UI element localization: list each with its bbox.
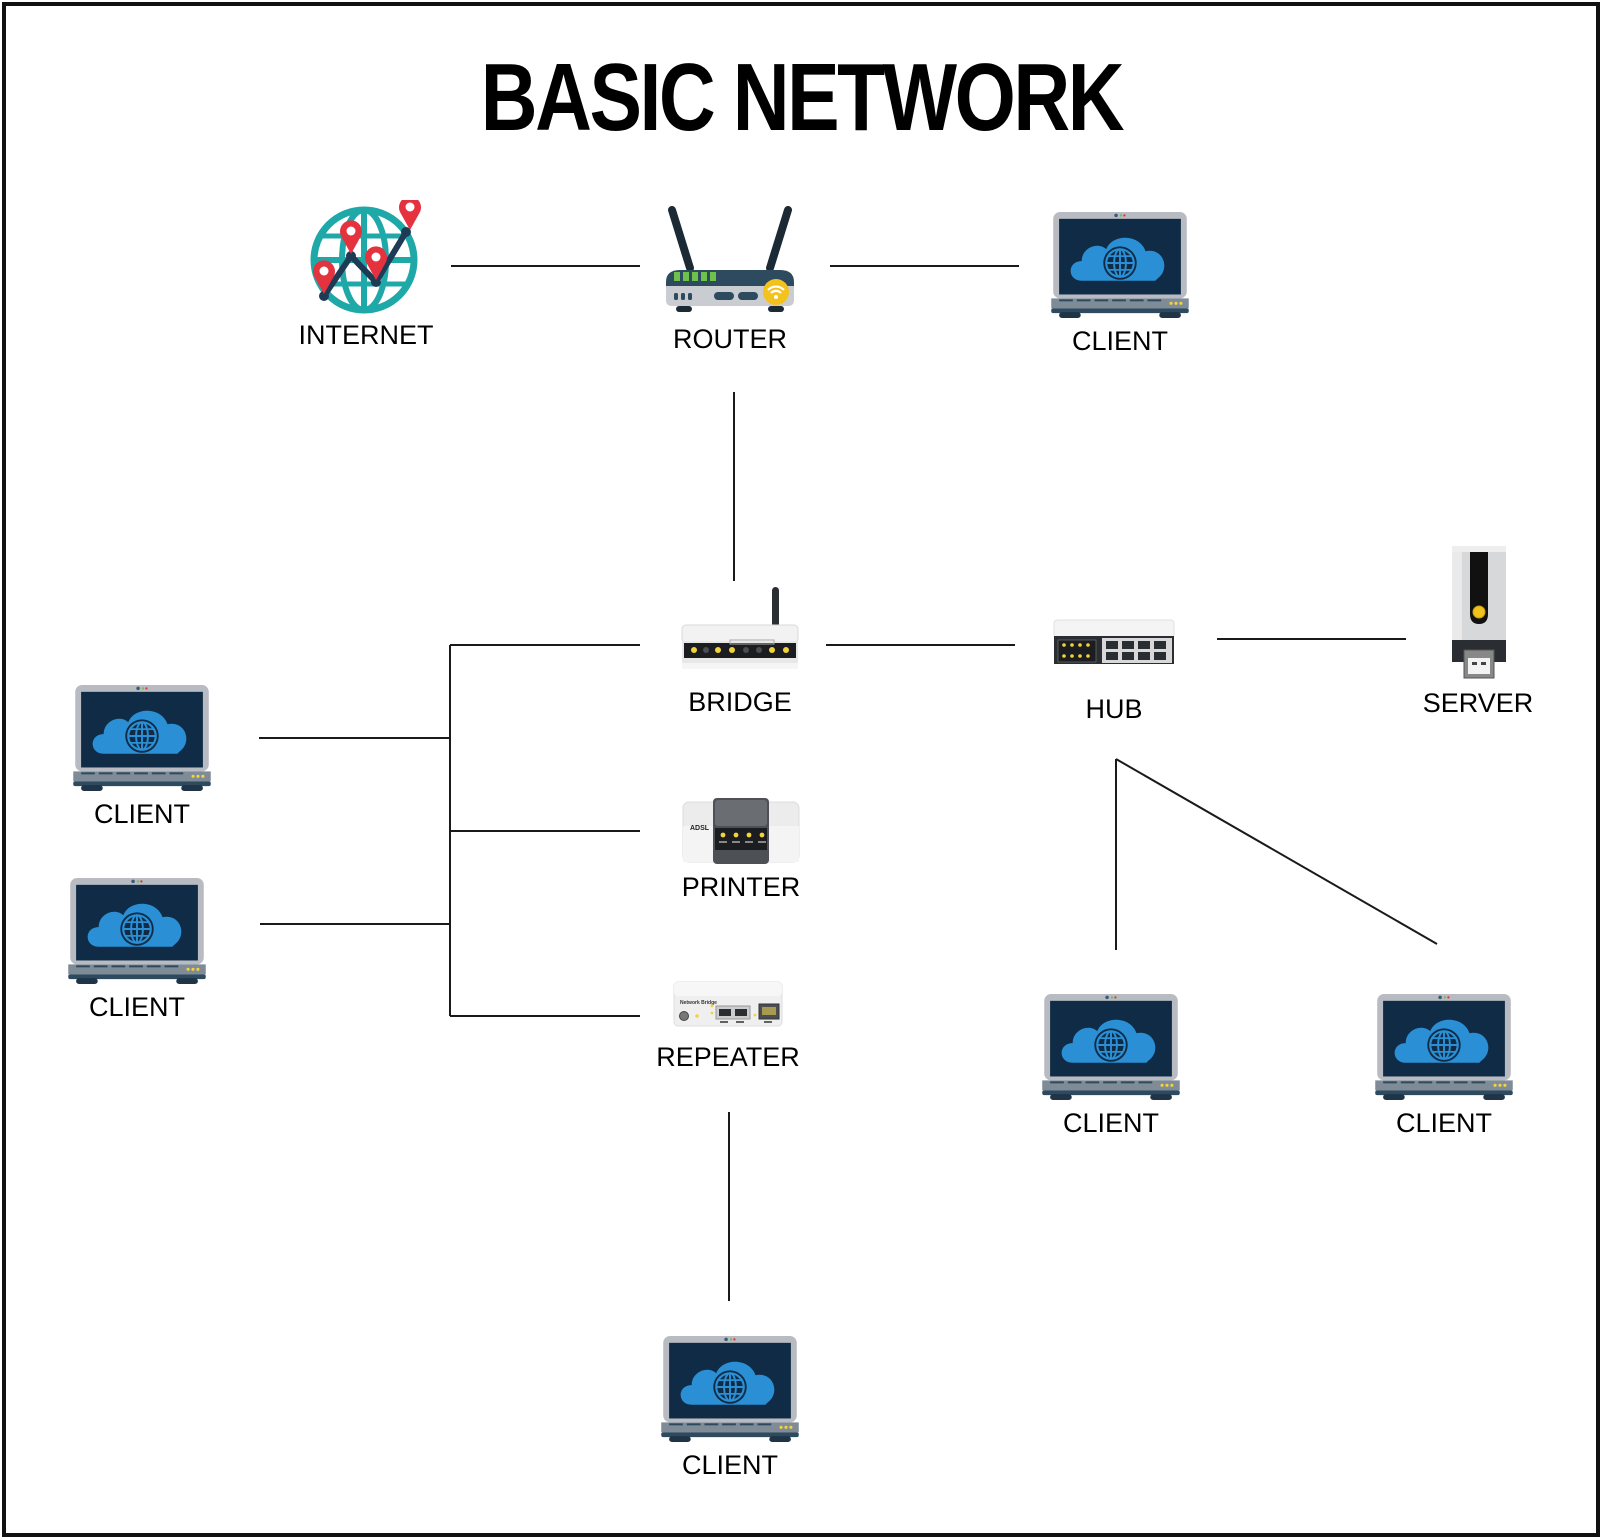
laptop-cloud-icon	[68, 876, 206, 986]
node-router[interactable]: ROUTER	[650, 206, 810, 355]
node-label: CLIENT	[93, 799, 191, 829]
node-hub[interactable]: HUB	[1048, 614, 1180, 725]
printer-device-icon: ADSL	[682, 798, 800, 864]
printer-device-text: ADSL	[690, 825, 710, 832]
laptop-cloud-icon	[73, 683, 211, 793]
node-label: BRIDGE	[688, 687, 792, 717]
node-label: INTERNET	[298, 320, 434, 350]
bridge-device-icon	[681, 587, 799, 669]
laptop-cloud-icon	[1375, 992, 1513, 1102]
node-client-hub-2[interactable]: CLIENT	[1374, 992, 1514, 1139]
node-label: CLIENT	[681, 1450, 779, 1480]
wire-hub-client-2	[1115, 758, 1438, 945]
node-label: REPEATER	[656, 1042, 800, 1072]
node-label: CLIENT	[1071, 326, 1169, 356]
node-label: CLIENT	[88, 992, 186, 1022]
diagram-title: BASIC NETWORK	[480, 44, 1125, 151]
node-client-left-1[interactable]: CLIENT	[72, 683, 212, 830]
node-client-top[interactable]: CLIENT	[1050, 210, 1190, 357]
globe-pins-icon	[310, 200, 421, 314]
node-label: CLIENT	[1395, 1108, 1493, 1138]
laptop-cloud-icon	[661, 1334, 799, 1444]
node-client-left-2[interactable]: CLIENT	[67, 876, 207, 1023]
repeater-device-icon: Network Bridge	[673, 981, 783, 1027]
laptop-cloud-icon	[1042, 992, 1180, 1102]
node-client-bottom[interactable]: CLIENT	[660, 1334, 800, 1481]
node-internet[interactable]: INTERNET	[296, 200, 436, 351]
router-icon	[666, 206, 794, 312]
node-bridge[interactable]: BRIDGE	[670, 585, 810, 718]
node-label: CLIENT	[1062, 1108, 1160, 1138]
laptop-cloud-icon	[1051, 210, 1189, 320]
node-printer[interactable]: ADSL PRINTER	[674, 796, 808, 903]
usb-server-icon	[1452, 546, 1506, 679]
node-client-hub-1[interactable]: CLIENT	[1041, 992, 1181, 1139]
node-repeater[interactable]: Network Bridge REPEATER	[656, 978, 800, 1073]
node-label: ROUTER	[673, 324, 787, 354]
node-label: HUB	[1085, 694, 1143, 724]
node-server[interactable]: SERVER	[1414, 544, 1542, 719]
repeater-device-text: Network Bridge	[680, 1000, 717, 1006]
hub-switch-icon	[1053, 619, 1175, 664]
node-label: SERVER	[1422, 688, 1534, 718]
node-label: PRINTER	[681, 872, 801, 902]
